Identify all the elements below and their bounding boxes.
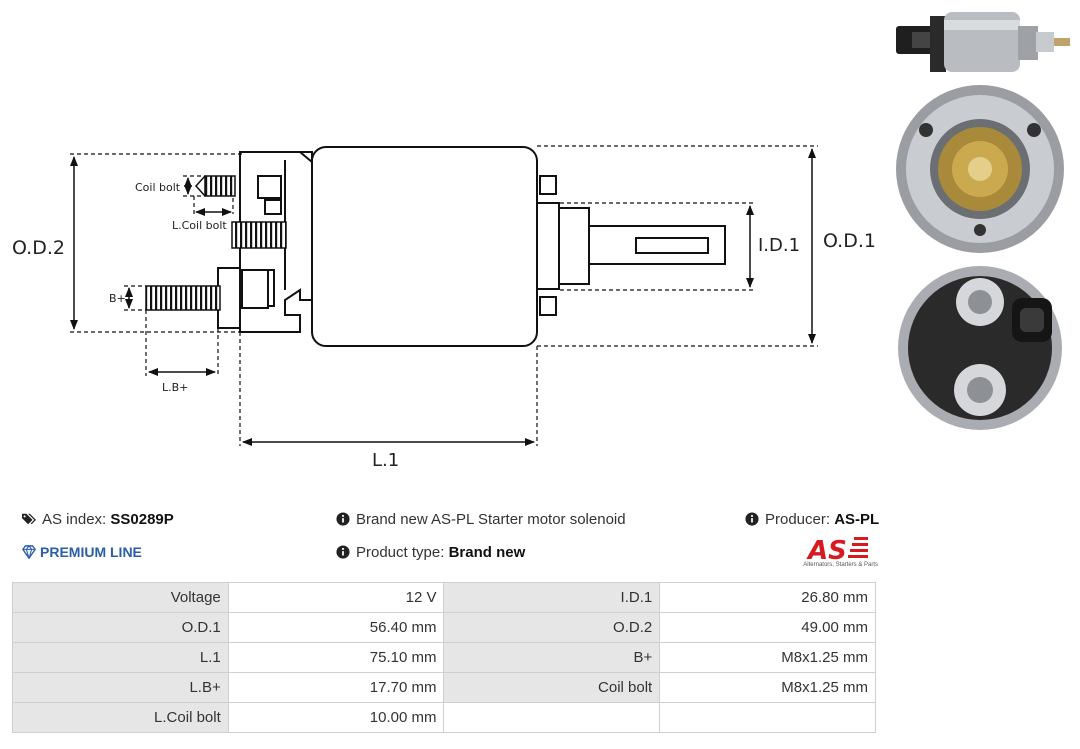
coil-bolt-label: Coil bolt [135,181,181,194]
b-plus-stud [145,285,221,311]
diamond-icon [22,545,36,559]
spec-value: 56.40 mm [227,612,445,643]
as-index-label: AS index: [42,511,107,528]
info-circle-icon [336,512,350,526]
as-index: AS index: SS0289P [22,511,174,528]
description-text: Brand new AS-PL Starter motor solenoid [356,511,626,528]
logo-tagline: Alternators, Starters & Parts [803,562,878,568]
product-photo-front [896,85,1064,253]
spec-table: Voltage 12 V I.D.1 26.80 mm O.D.1 56.40 … [12,582,876,733]
od2-label: O.D.2 [12,237,65,259]
table-row: O.D.1 56.40 mm O.D.2 49.00 mm [12,612,876,643]
producer-label: Producer: [765,511,831,528]
spec-value: 75.10 mm [227,642,445,673]
b-plus-label: B+ [109,292,126,305]
product-photo-rear [898,266,1062,430]
product-type: Product type: Brand new [336,544,525,561]
dimension-drawing: O.D.2 O.D.1 I.D.1 L.1 Coil bolt L.Coil b… [12,145,876,471]
l1-label: L.1 [372,450,399,471]
id1-label: I.D.1 [758,235,800,256]
spec-value: 49.00 mm [659,612,876,643]
product-type-value: Brand new [448,544,526,561]
spec-label: O.D.2 [443,612,661,643]
product-photo-side [896,12,1070,72]
producer-value: AS-PL [834,511,880,528]
spec-label: B+ [443,642,661,673]
spec-value: M8x1.25 mm [659,672,876,703]
premium-line-label: PREMIUM LINE [40,544,142,560]
spec-label: I.D.1 [443,582,661,613]
spec-label: O.D.1 [12,612,229,643]
producer: Producer: AS-PL [745,511,879,528]
table-row: L.1 75.10 mm B+ M8x1.25 mm [12,642,876,673]
spec-label: L.B+ [12,672,229,703]
spec-value: 12 V [227,582,445,613]
table-row: Voltage 12 V I.D.1 26.80 mm [12,582,876,613]
tags-icon [22,513,36,525]
spec-value: 17.70 mm [227,672,445,703]
info-circle-icon [336,545,350,559]
l-coil-bolt-stud [231,221,287,249]
coil-bolt-stud [204,175,236,197]
spec-label: L.Coil bolt [12,702,229,733]
spec-label: Voltage [12,582,229,613]
spec-value [659,702,876,733]
as-index-value: SS0289P [110,511,174,528]
l-b-plus-label: L.B+ [162,381,188,394]
l-coil-bolt-label: L.Coil bolt [172,219,227,232]
info-circle-icon [745,512,759,526]
product-type-label: Product type: [356,544,445,561]
premium-line-badge: PREMIUM LINE [22,544,142,560]
od1-label: O.D.1 [823,230,876,252]
spec-value: M8x1.25 mm [659,642,876,673]
table-row: L.Coil bolt 10.00 mm [12,702,876,733]
as-pl-logo: AS [806,536,868,566]
spec-label: L.1 [12,642,229,673]
solenoid-outline [217,146,726,347]
spec-label [443,702,661,733]
spec-label: Coil bolt [443,672,661,703]
description: Brand new AS-PL Starter motor solenoid [336,511,626,528]
spec-value: 26.80 mm [659,582,876,613]
spec-value: 10.00 mm [227,702,445,733]
svg-text:AS: AS [806,536,847,566]
table-row: L.B+ 17.70 mm Coil bolt M8x1.25 mm [12,672,876,703]
